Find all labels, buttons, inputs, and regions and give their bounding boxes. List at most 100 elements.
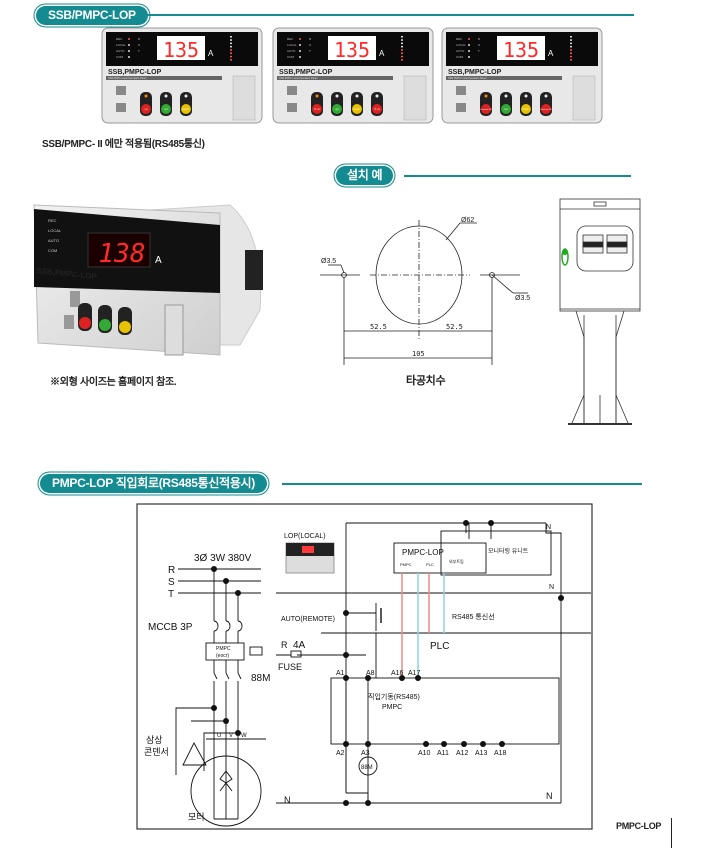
panel-button-label: OFF	[164, 109, 169, 111]
panel-led	[468, 38, 470, 40]
panel-led	[468, 56, 470, 58]
panel-bar-led	[401, 59, 403, 61]
terminal-a17: A17	[408, 670, 421, 677]
pmpc-lop-sub-1: PMPC	[400, 562, 412, 567]
panel-phase-label: R	[309, 37, 312, 41]
panel-lcd	[157, 36, 205, 60]
panel-button	[141, 104, 151, 114]
panel-button-label: RESET	[523, 109, 530, 111]
phase-s: S	[168, 577, 175, 588]
panel-bar-led	[570, 55, 572, 58]
panel-button-lamp	[524, 94, 528, 98]
panel-led	[299, 38, 301, 40]
panel-button-lamp	[375, 94, 379, 98]
panel-bar-led	[570, 39, 572, 41]
panel-bar-led	[230, 59, 232, 61]
n-label-bottom: N	[546, 791, 553, 801]
panel-button-label: OFF	[504, 109, 509, 111]
panel-button-label: RESET	[354, 109, 361, 111]
section-title-top: SSB/PMPC-LOP	[36, 6, 148, 25]
panel-phase-label: R	[478, 37, 481, 41]
panel-display-value: 135	[503, 38, 539, 62]
panel-bar-led	[401, 42, 403, 45]
panel-phase-label: T	[478, 49, 480, 53]
panel-button-label: Reverse ON	[540, 109, 552, 111]
panel-brand: SSB,PMPC-LOP	[279, 69, 333, 76]
panel-select-button	[287, 103, 297, 112]
panel-led	[468, 50, 470, 52]
panel-button-lamp	[184, 94, 188, 98]
phase-r: R	[168, 565, 175, 576]
panel-select-button	[116, 103, 126, 112]
panel-info-table	[403, 75, 427, 121]
panel-button	[181, 104, 191, 114]
panel-button-label: 정 ON	[314, 107, 320, 111]
terminal-a18: A18	[494, 750, 507, 757]
panel-select-button	[456, 103, 466, 112]
panel-bar-led	[401, 49, 403, 51]
terminal-a2: A2	[336, 750, 345, 757]
terminal-a13: A13	[475, 750, 488, 757]
terminal-a8: A8	[366, 670, 375, 677]
panel-subtitle-bar	[106, 76, 222, 80]
dim-right-hole: Ø3.5	[515, 295, 530, 302]
panel-button-label: Forward ON	[481, 109, 492, 111]
panel-unit: A	[208, 49, 214, 58]
panel-button-lamp	[504, 94, 508, 98]
section-rule-install	[404, 175, 631, 177]
panel-bar-led	[401, 36, 403, 38]
drilling-drawing: Ø62 Ø3.5 Ø3.5 52.5 52.5 105	[320, 217, 530, 365]
terminal-a12: A12	[456, 750, 469, 757]
motor-label: 모터	[188, 812, 205, 822]
dim-total: 105	[412, 350, 425, 358]
panel-bar-led	[401, 39, 403, 41]
dim-center-hole: Ø62	[461, 217, 474, 224]
panel-bar-led	[570, 36, 572, 38]
panel-button	[161, 104, 171, 114]
panel-button-label: 역 ON	[374, 107, 380, 111]
panel-brand: SSB,PMPC-LOP	[448, 69, 502, 76]
panel-led-label: AUTO	[287, 49, 296, 53]
panel-menu-button	[116, 86, 126, 95]
terminal-a16: A16	[391, 670, 404, 677]
mccb-label: MCCB 3P	[148, 622, 193, 633]
top-caption: SSB/PMPC- II 에만 적용됨(RS485통신)	[42, 139, 205, 150]
pmpc-lop-title: PMPC-LOP	[402, 548, 444, 557]
product-unit: A	[155, 255, 162, 266]
panel-subtitle-bar	[446, 76, 562, 80]
panel-button	[332, 104, 342, 114]
panel-unit: A	[379, 49, 385, 58]
n-label-left: N	[284, 795, 291, 805]
auto-label: AUTO(REMOTE)	[281, 616, 335, 623]
panel-led	[128, 50, 130, 52]
section-rule-circuit	[282, 483, 642, 485]
panel-brand: SSB,PMPC-LOP	[108, 69, 162, 76]
panel-button	[352, 104, 362, 114]
rs485-label: RS485 통신선	[452, 612, 495, 621]
panel-bar-led	[570, 59, 572, 61]
svg-text:REC: REC	[48, 218, 57, 223]
capacitor-2: 콘덴서	[144, 747, 169, 757]
section-title-install: 설치 예	[336, 166, 394, 185]
pmpc-box-1: PMPC	[216, 646, 231, 652]
dim-left: 52.5	[370, 323, 387, 331]
circuit-diagram: 3Ø 3W 380V R S T MCCB 3P PMPC (eocr) 88M…	[136, 503, 593, 830]
lop-label: LOP(LOCAL)	[284, 533, 326, 540]
fuse-rating: 4A	[293, 640, 306, 651]
panel-button	[541, 104, 551, 114]
panel-led-label: LOCAL	[456, 43, 466, 47]
panel-display-value: 135	[163, 38, 199, 62]
panel-phase-label: S	[478, 43, 480, 47]
panel-subtitle-bar	[277, 76, 393, 80]
panel-phase-label: T	[138, 49, 140, 53]
panel-led-label: LOCAL	[287, 43, 297, 47]
r-label: R	[281, 640, 288, 650]
panel-led-label: COM	[456, 55, 464, 59]
panel-bar-led	[570, 52, 572, 54]
panel-button-label: ON	[145, 109, 149, 111]
plc-label: PLC	[430, 641, 449, 652]
svg-text:AUTO: AUTO	[48, 238, 59, 243]
panel-led-label: COM	[116, 55, 124, 59]
svg-text:COM: COM	[48, 248, 57, 253]
